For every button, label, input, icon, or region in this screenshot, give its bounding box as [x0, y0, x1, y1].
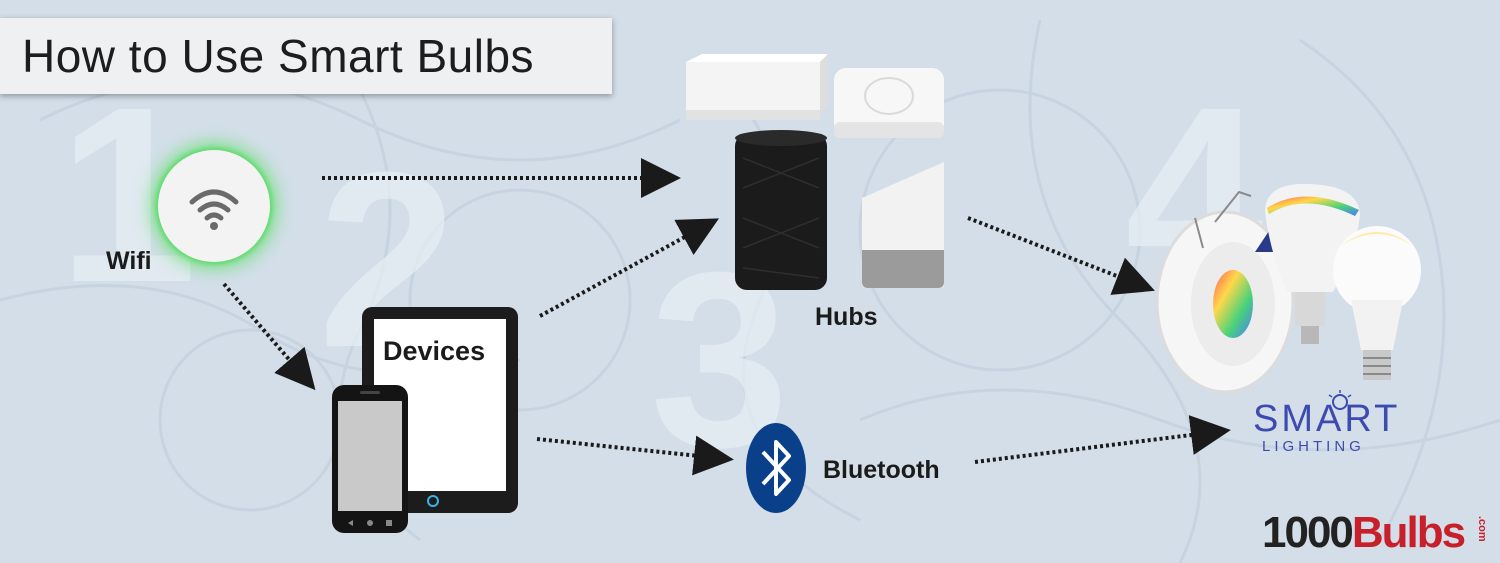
arrow-devices-to-hubs — [539, 218, 720, 318]
logo-suffix: .com — [1476, 516, 1488, 542]
arrow-hubs-to-lighting — [967, 216, 1155, 295]
google-home-icon — [862, 162, 944, 288]
phone-icon — [332, 385, 408, 533]
page-title: How to Use Smart Bulbs — [22, 30, 535, 82]
hub-box-icon — [686, 54, 828, 120]
brand-logo: 1000Bulbs — [1262, 508, 1466, 558]
title-banner: How to Use Smart Bulbs — [0, 18, 612, 94]
a19-bulb — [1333, 226, 1421, 314]
smart-speaker-icon — [735, 130, 827, 290]
arrow-bluetooth-to-lighting — [974, 415, 1231, 464]
hubs-label: Hubs — [815, 303, 878, 331]
smart-lighting-line2: LIGHTING — [1262, 438, 1365, 455]
smart-lighting-bulb-icon — [1328, 390, 1352, 410]
arrow-wifi-to-devices — [222, 282, 316, 391]
arrow-devices-to-bluetooth — [536, 435, 734, 476]
smart-lighting-line1: SMART — [1253, 398, 1401, 440]
bluetooth-label: Bluetooth — [823, 456, 940, 484]
wifi-node — [158, 150, 270, 262]
wifi-icon — [189, 189, 239, 230]
smart-bulbs-illustration — [1155, 183, 1421, 394]
bluetooth-icon — [746, 423, 806, 513]
devices-label: Devices — [383, 336, 486, 366]
hub-round-icon — [834, 68, 944, 138]
logo-number: 1000 — [1262, 508, 1354, 557]
wifi-label: Wifi — [106, 247, 152, 275]
logo-word: Bulbs — [1351, 508, 1466, 557]
